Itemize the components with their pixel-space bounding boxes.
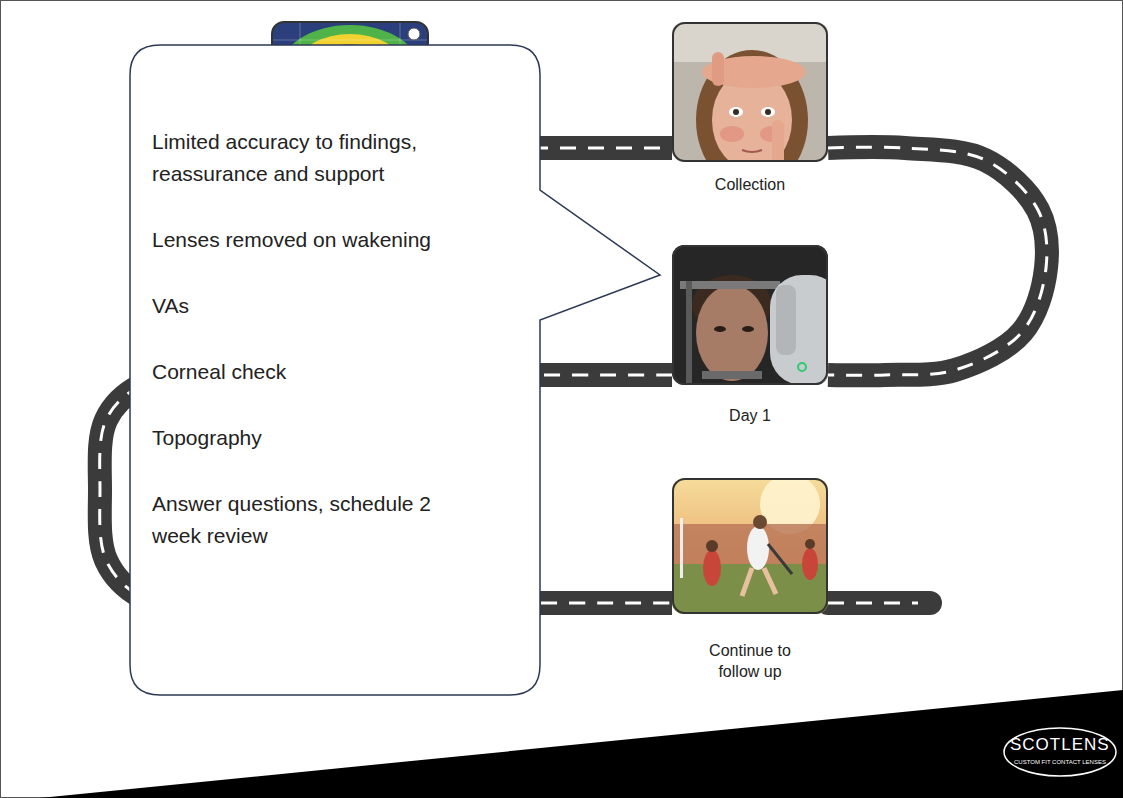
photo-illustration xyxy=(672,22,828,162)
callout-item: Topography xyxy=(152,422,472,454)
caption: Day 1 xyxy=(672,405,828,426)
photo-caption: Continue to follow up xyxy=(690,640,810,682)
photo-stop: Collection xyxy=(672,22,828,195)
photo-caption: Day 1 xyxy=(690,405,810,426)
logo-tagline: CUSTOM FIT CONTACT LENSES xyxy=(1014,759,1106,766)
photo-frame xyxy=(673,479,827,613)
corner-wedge xyxy=(40,690,1123,798)
photo-frame xyxy=(673,246,827,384)
photo-frame xyxy=(673,23,827,161)
callout-item: Lenses removed on wakening xyxy=(152,224,472,256)
road-connector xyxy=(828,147,1047,375)
callout-body: Limited accuracy to findings, reassuranc… xyxy=(152,45,472,586)
callout-item: Answer questions, schedule 2 week review xyxy=(152,488,472,552)
speech-callout: Limited accuracy to findings, reassuranc… xyxy=(130,45,540,695)
photo-illustration xyxy=(672,245,828,385)
callout-item: VAs xyxy=(152,290,472,322)
caption: Continue to follow up xyxy=(672,640,828,682)
road-dashes xyxy=(828,602,918,605)
photo-illustration xyxy=(672,478,828,614)
callout-shape xyxy=(130,45,660,695)
photo-stop: Continue to follow up xyxy=(672,478,828,682)
caption: Collection xyxy=(672,174,828,195)
photo-stop: Day 1 xyxy=(672,245,828,426)
callout-item: Limited accuracy to findings, reassuranc… xyxy=(152,126,472,190)
road-surface xyxy=(828,591,930,615)
road-tail-bottom xyxy=(828,603,930,604)
logo-ring xyxy=(1004,728,1116,776)
road-dashes xyxy=(828,147,1047,375)
road-surface xyxy=(828,147,1047,375)
callout-item: Corneal check xyxy=(152,356,472,388)
photo-caption: Collection xyxy=(690,174,810,195)
logo-wordmark: SCOTLENS xyxy=(1010,736,1110,755)
